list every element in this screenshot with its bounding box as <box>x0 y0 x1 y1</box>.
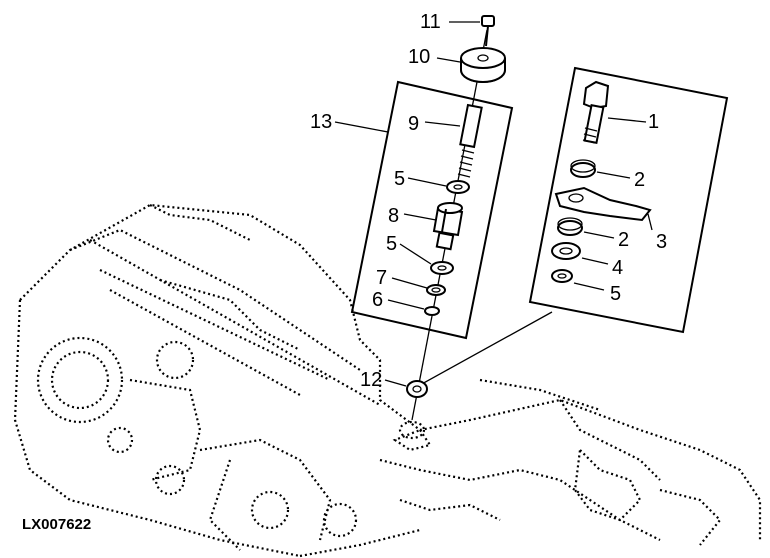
callout-5a: 5 <box>394 168 405 190</box>
callout-5b: 5 <box>386 233 397 255</box>
callout-5c: 5 <box>610 283 621 305</box>
part-11-screw <box>449 15 495 47</box>
part-2-nut-upper <box>570 159 631 179</box>
part-12-washer <box>384 379 428 398</box>
part-6-seal <box>387 299 440 316</box>
callout-7: 7 <box>376 267 387 289</box>
part-8-adapter <box>403 202 464 251</box>
housing-port <box>398 420 426 440</box>
figure-id: LX007622 <box>22 516 91 533</box>
part-9-stud <box>424 103 483 178</box>
part-5-washer-right <box>551 269 605 291</box>
part-3-bracket <box>554 186 653 231</box>
callout-13: 13 <box>310 111 332 133</box>
part-5-washer-upper <box>407 177 470 194</box>
part-1-bolt <box>582 80 647 144</box>
part-5-washer-lower <box>399 243 454 275</box>
callout-9: 9 <box>408 113 419 135</box>
callout-8: 8 <box>388 205 399 227</box>
part-7-oring <box>391 277 446 296</box>
callout-6: 6 <box>372 289 383 311</box>
callout-4: 4 <box>612 257 623 279</box>
callout-12: 12 <box>360 369 382 391</box>
callout-2a: 2 <box>634 169 645 191</box>
part-10-cap <box>436 47 506 83</box>
callout-11: 11 <box>420 11 441 33</box>
callout-3: 3 <box>656 231 667 253</box>
transmission-housing <box>13 203 762 558</box>
part-4-washer <box>551 242 609 265</box>
callout-2b: 2 <box>618 229 629 251</box>
callout-10: 10 <box>408 46 430 68</box>
kit-frame-right <box>528 66 729 334</box>
part-2-nut-lower <box>557 217 615 239</box>
callout-1: 1 <box>648 111 659 133</box>
